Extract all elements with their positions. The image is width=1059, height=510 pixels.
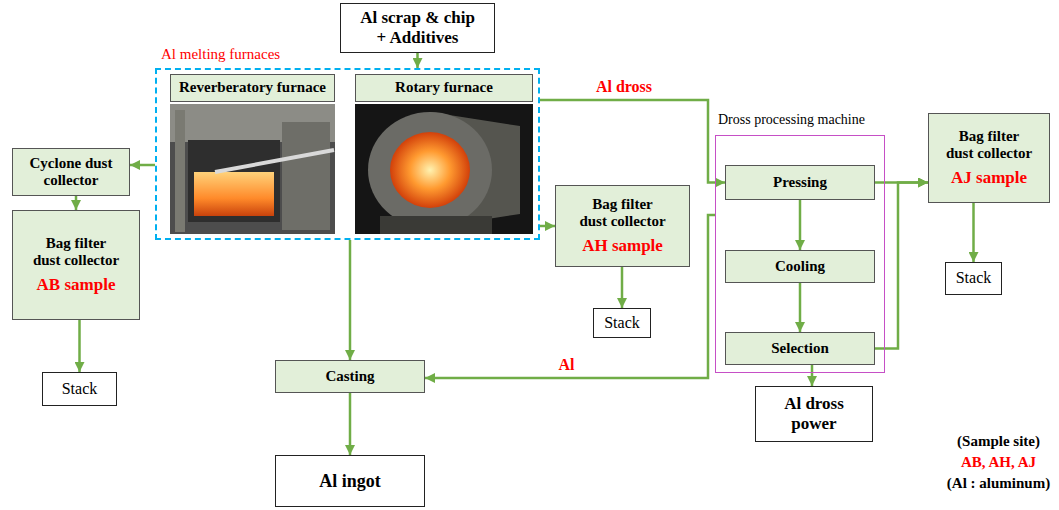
input-box: Al scrap & chip + Additives	[340, 3, 495, 53]
edge-label: Al	[557, 356, 577, 374]
rotary-photo	[355, 104, 533, 234]
stack-box: Stack	[945, 262, 1002, 295]
flow-arrow	[799, 200, 802, 250]
drum-mouth	[390, 132, 470, 208]
process-text: Selection	[732, 340, 868, 357]
flow-arrow	[972, 203, 975, 262]
text-wrap: Al scrap & chip + Additives	[347, 8, 488, 47]
text-wrap: Reverberatory furnace	[177, 79, 328, 96]
sample-label: AJ sample	[935, 168, 1043, 188]
furnace-door	[188, 140, 280, 222]
process-box: Pressing	[725, 165, 875, 200]
flow-arrow	[621, 267, 624, 308]
text-wrap: Bag filter dust collector AJ sample	[935, 128, 1043, 188]
furnace-region: Al melting furnacesReverberatory furnace…	[155, 68, 540, 240]
process-text: Cyclone dust collector	[19, 155, 123, 190]
cyclone-box: Cyclone dust collector	[12, 148, 130, 196]
flow-arrow	[78, 320, 81, 372]
text-wrap: Al ingot	[282, 471, 418, 492]
process-text: Cooling	[732, 258, 868, 275]
process-text: Casting	[282, 368, 418, 385]
flow-arrow	[75, 196, 78, 210]
flow-arrow	[799, 283, 802, 332]
process-text: Bag filter dust collector	[32, 235, 121, 270]
product-box: Al dross power	[755, 386, 873, 442]
note-text: (Sample site)	[940, 432, 1057, 450]
stack-text: Stack	[952, 269, 995, 287]
flow-arrow	[349, 240, 352, 360]
stack-box: Stack	[42, 372, 117, 406]
flow-arrow	[540, 225, 555, 228]
dust-collector-box: Bag filter dust collector AJ sample	[928, 113, 1050, 203]
text-wrap: Stack	[49, 380, 110, 398]
product-box: Al ingot	[275, 455, 425, 507]
furnace-side	[282, 122, 330, 230]
furnace-fire	[194, 172, 274, 216]
process-text: Bag filter dust collector	[578, 196, 667, 231]
stack-text: Stack	[49, 380, 110, 398]
text-wrap: Al dross power	[762, 394, 866, 433]
region-heading: Dross processing machine	[718, 112, 865, 128]
text-wrap: Stack	[952, 269, 995, 287]
input-text: Al scrap & chip + Additives	[357, 8, 479, 47]
drum-base	[380, 216, 492, 234]
process-text: Rotary furnace	[362, 79, 526, 96]
text-wrap: Pressing	[732, 174, 868, 191]
dust-collector-box: Bag filter dust collector AH sample	[555, 185, 690, 267]
furnace-box: Rotary furnace	[355, 74, 533, 102]
product-text: Al ingot	[282, 471, 418, 492]
reverberatory-photo	[170, 104, 335, 234]
flow-arrow	[416, 53, 419, 68]
flow-arrow	[349, 393, 352, 455]
flow-arrow	[811, 365, 814, 386]
text-wrap: Cooling	[732, 258, 868, 275]
product-text: Al dross power	[762, 394, 866, 433]
sample-label: AB sample	[19, 275, 133, 295]
casting-box: Casting	[275, 360, 425, 393]
stirring-rod	[215, 150, 334, 172]
legend-note: (Sample site) AB, AH, AJ (Al : aluminum)	[940, 432, 1057, 492]
flow-arrow	[875, 183, 928, 349]
drum-end	[368, 112, 492, 228]
text-wrap: Casting	[282, 368, 418, 385]
process-box: Cooling	[725, 250, 875, 283]
sample-label: AH sample	[562, 236, 683, 256]
note-text: AB, AH, AJ	[940, 453, 1057, 471]
flow-arrow	[130, 164, 155, 167]
dross-machine-region: Dross processing machinePressingCoolingS…	[715, 135, 885, 373]
edge-label: Al dross	[594, 78, 654, 96]
dust-collector-box: Bag filter dust collector AB sample	[12, 210, 140, 320]
text-wrap: Cyclone dust collector	[19, 155, 123, 190]
process-text: Reverberatory furnace	[177, 79, 328, 96]
text-wrap: Bag filter dust collector AH sample	[562, 196, 683, 256]
stack-box: Stack	[593, 308, 651, 338]
text-wrap: Selection	[732, 340, 868, 357]
region-heading: Al melting furnaces	[161, 46, 280, 63]
note-text: (Al : aluminum)	[940, 474, 1057, 492]
flow-arrow	[540, 100, 725, 183]
text-wrap: Bag filter dust collector AB sample	[19, 235, 133, 295]
process-text: Pressing	[732, 174, 868, 191]
text-wrap: Rotary furnace	[362, 79, 526, 96]
stack-text: Stack	[600, 314, 644, 332]
furnace-pillar	[175, 110, 185, 232]
furnace-box: Reverberatory furnace	[170, 74, 335, 102]
process-text: Bag filter dust collector	[945, 128, 1034, 163]
process-box: Selection	[725, 332, 875, 365]
text-wrap: Stack	[600, 314, 644, 332]
